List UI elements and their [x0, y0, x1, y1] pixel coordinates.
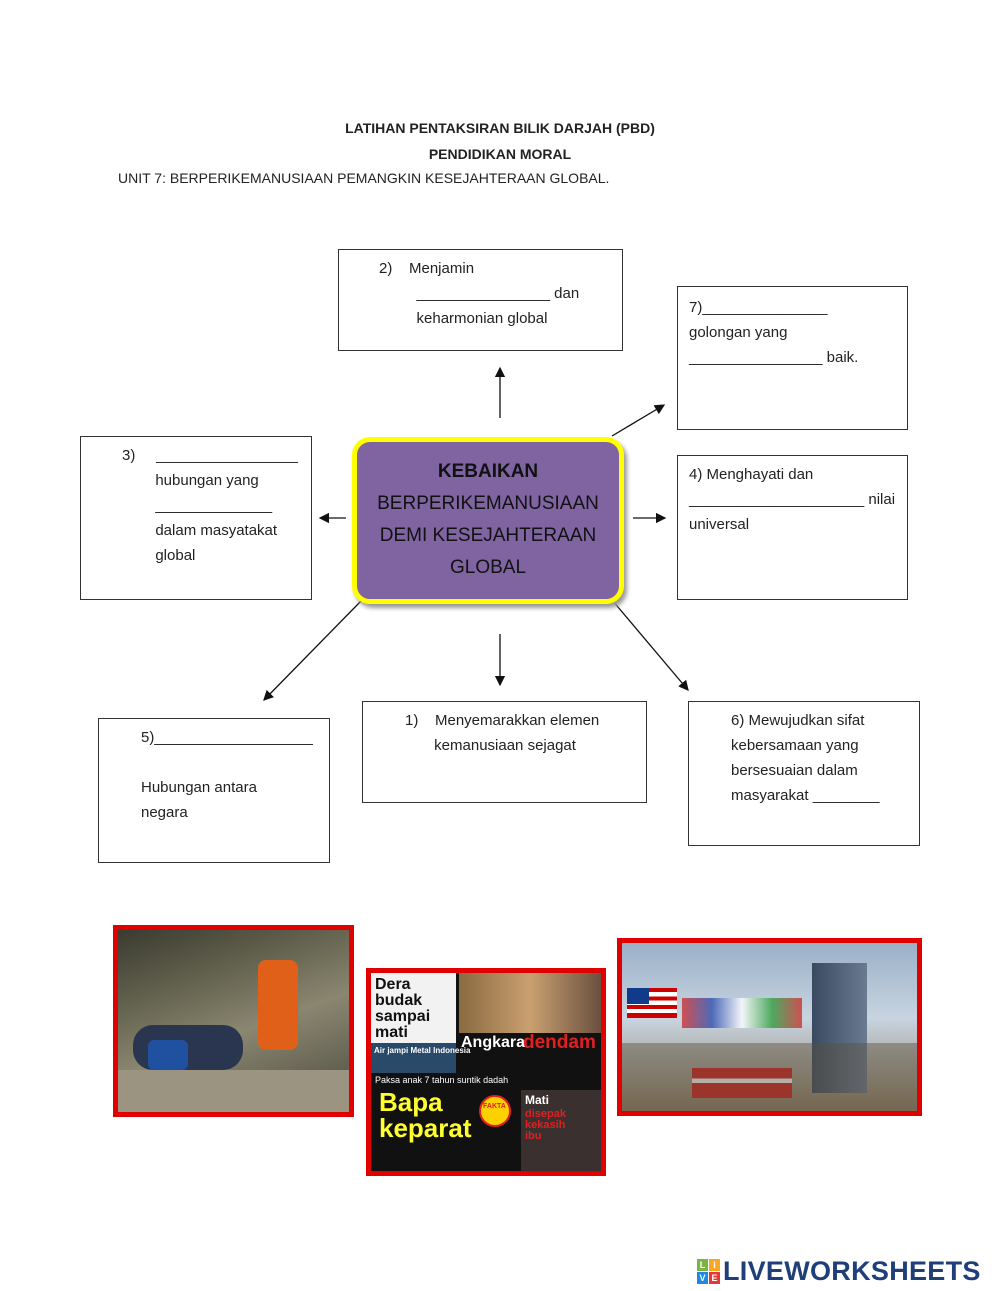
headline: Dera budak sampai mati — [375, 976, 431, 1041]
arrow-down-right — [611, 599, 689, 691]
answer-box-1[interactable]: 1) Menyemarakkan elemen kemanusiaan seja… — [362, 701, 647, 803]
unit-title: UNIT 7: BERPERIKEMANUSIAAN PEMANGKIN KES… — [118, 170, 610, 186]
box-text: global — [122, 547, 196, 564]
answer-box-3[interactable]: 3) _________________ hubungan yang _____… — [80, 436, 312, 600]
headline: Angkara — [461, 1034, 526, 1051]
box-text: golongan yang — [689, 324, 788, 341]
central-topic-heading: KEBAIKAN — [437, 461, 539, 482]
worksheet-title: LATIHAN PENTAKSIRAN BILIK DARJAH (PBD) — [345, 120, 655, 136]
box-text: ________________ dan — [379, 285, 580, 302]
connector-arrows — [263, 366, 689, 701]
headline: Air jampi Metal Indonesia — [374, 1046, 471, 1055]
logo-tile: I — [709, 1259, 720, 1271]
box-text: 4) Menghayati dan — [689, 466, 814, 483]
box-text: Hubungan antara — [141, 779, 257, 796]
headline: disepak kekasih ibu — [525, 1108, 566, 1142]
box-text: kebersamaan yang — [731, 737, 859, 754]
box-text: 3) _________________ — [122, 447, 298, 464]
box-text: keharmonian global — [379, 310, 548, 327]
logo-tile: V — [697, 1272, 708, 1284]
answer-box-2[interactable]: 2) Menjamin ________________ dan keharmo… — [338, 249, 623, 351]
subject-title: PENDIDIKAN MORAL — [428, 146, 572, 162]
central-topic: KEBAIKAN BERPERIKEMANUSIAAN DEMI KESEJAH… — [352, 437, 624, 604]
central-topic-text: GLOBAL — [449, 557, 527, 578]
box-text: universal — [689, 516, 750, 533]
box-text: 6) Mewujudkan sifat — [731, 712, 865, 729]
headline: Mati — [525, 1093, 549, 1107]
answer-box-7[interactable]: 7)_______________ golongan yang ________… — [677, 286, 908, 430]
central-topic-text: BERPERIKEMANUSIAAN — [377, 493, 599, 514]
liveworksheets-logo: L I V E LIVEWORKSHEETS — [697, 1256, 981, 1287]
answer-box-6[interactable]: 6) Mewujudkan sifat kebersamaan yang ber… — [688, 701, 920, 846]
logo-tile: L — [697, 1259, 708, 1271]
box-text: 7)_______________ — [689, 299, 828, 316]
box-text — [141, 750, 329, 775]
box-text: masyarakat ________ — [731, 787, 880, 804]
central-topic-text: DEMI KESEJAHTERAAN — [379, 525, 597, 546]
headline: Paksa anak 7 tahun suntik dadah — [375, 1075, 509, 1085]
box-text: ________________ baik. — [689, 349, 859, 366]
headline: Bapa keparat — [379, 1087, 472, 1143]
photo-volunteer-helping-homeless — [113, 925, 354, 1117]
box-text: hubungan yang — [122, 472, 259, 489]
box-text: 2) Menjamin — [379, 260, 475, 277]
box-text: ______________ — [122, 497, 273, 514]
logo-tiles-icon: L I V E — [697, 1259, 720, 1284]
answer-box-5[interactable]: 5)___________________ Hubungan antara ne… — [98, 718, 330, 863]
box-text: kemanusiaan sejagat — [405, 737, 576, 754]
box-text: 5)___________________ — [141, 729, 313, 746]
logo-wordmark: LIVEWORKSHEETS — [723, 1256, 981, 1286]
headline: dendam — [523, 1032, 596, 1053]
box-text: 1) Menyemarakkan elemen — [405, 712, 600, 729]
photo-flags-un-building — [617, 938, 922, 1116]
arrow-up-right — [611, 404, 666, 437]
box-text: bersesuaian dalam — [731, 762, 858, 779]
box-text: negara — [141, 804, 188, 821]
arrow-down-left — [263, 599, 363, 701]
box-text: dalam masyatakat — [122, 522, 278, 539]
box-text: _____________________ nilai — [689, 491, 896, 508]
photo-newspaper-clippings: Dera budak sampai mati Air jampi Metal I… — [366, 968, 606, 1176]
logo-tile: E — [709, 1272, 720, 1284]
badge: FAKTA — [483, 1103, 506, 1110]
answer-box-4[interactable]: 4) Menghayati dan _____________________ … — [677, 455, 908, 600]
